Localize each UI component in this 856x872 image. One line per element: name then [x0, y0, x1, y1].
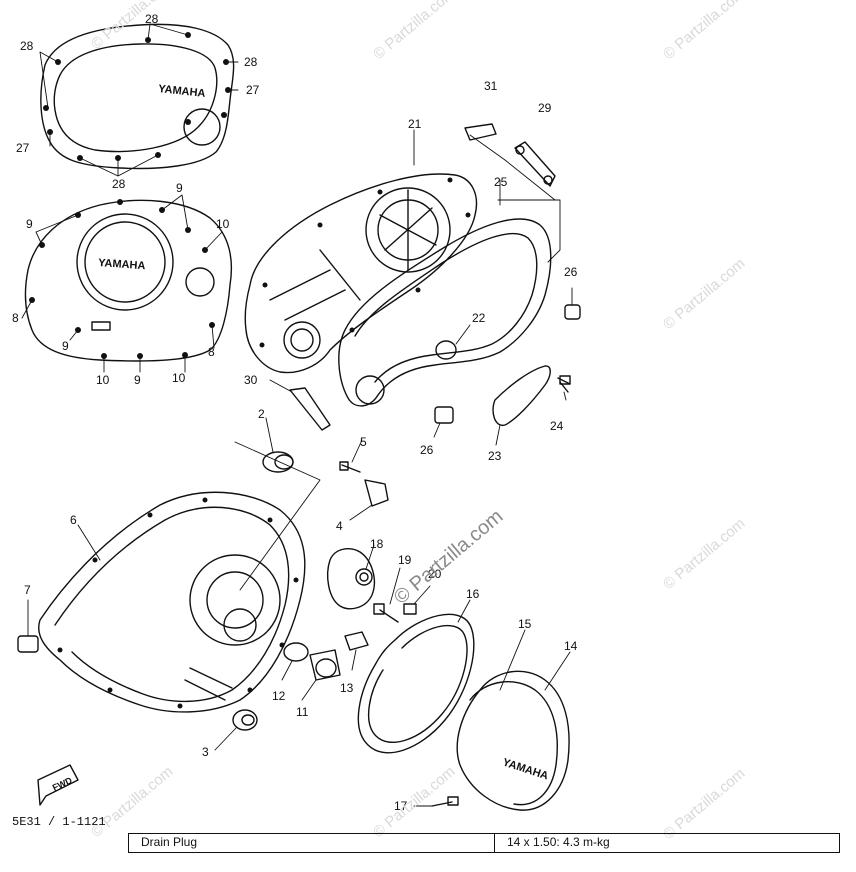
callout-8: 8 [208, 345, 215, 359]
callout-26: 26 [420, 443, 434, 457]
spec-name: Drain Plug [129, 834, 495, 852]
callout-27: 27 [246, 83, 260, 97]
drain-plug [301, 649, 341, 701]
spec-value: 14 x 1.50: 4.3 m-kg [507, 835, 610, 849]
oil-seal-3 [214, 709, 258, 751]
callout-3: 3 [202, 745, 209, 759]
callout-5: 5 [360, 435, 367, 449]
callout-25: 25 [494, 175, 508, 189]
fwd-arrow-icon [37, 764, 79, 806]
cover-outline-lower: YAMAHA [21, 194, 233, 373]
callout-6: 6 [70, 513, 77, 527]
cover-gasket [357, 599, 475, 754]
callout-7: 7 [24, 583, 31, 597]
callout-16: 16 [466, 587, 480, 601]
callout-27: 27 [16, 141, 30, 155]
bracket-13 [344, 631, 369, 671]
bracket-upper [464, 123, 556, 201]
o-ring [281, 642, 309, 681]
wire-bracket [269, 379, 331, 431]
svg-text:YAMAHA: YAMAHA [158, 83, 206, 100]
screw-and-holder [339, 439, 389, 521]
callout-11: 11 [296, 705, 309, 719]
callout-30: 30 [244, 373, 258, 387]
dowel-pin-upper [564, 287, 581, 320]
callout-23: 23 [488, 449, 502, 463]
callout-8: 8 [12, 311, 19, 325]
callout-4: 4 [336, 519, 343, 533]
dowel-pin-lower [433, 406, 454, 438]
bolt [557, 375, 571, 401]
dowel-pin-left [17, 599, 39, 653]
point-cover: YAMAHA [456, 629, 571, 811]
svg-text:YAMAHA: YAMAHA [98, 257, 146, 272]
callout-21: 21 [408, 117, 422, 131]
callout-28: 28 [20, 39, 34, 53]
callout-28: 28 [244, 55, 258, 69]
cover-outline-upper: YAMAHA [39, 23, 239, 177]
gasket [338, 179, 561, 407]
crankcase-cover-left [38, 491, 306, 713]
callout-9: 9 [62, 339, 69, 353]
callout-15: 15 [518, 617, 532, 631]
cover-plate [492, 365, 551, 446]
callout-22: 22 [472, 311, 486, 325]
callout-24: 24 [550, 419, 564, 433]
stay-bracket [514, 141, 556, 187]
callout-14: 14 [564, 639, 578, 653]
callout-17: 17 [394, 799, 408, 813]
callout-28: 28 [145, 12, 159, 26]
callout-12: 12 [272, 689, 286, 703]
svg-text:YAMAHA: YAMAHA [501, 756, 550, 782]
spec-table: Drain Plug 14 x 1.50: 4.3 m-kg [128, 833, 840, 853]
callout-9: 9 [134, 373, 141, 387]
callout-9: 9 [26, 217, 33, 231]
crankcase-cover [244, 129, 478, 374]
screw-17 [413, 796, 459, 807]
callout-28: 28 [112, 177, 126, 191]
callout-26: 26 [564, 265, 578, 279]
callout-10: 10 [216, 217, 230, 231]
callout-20: 20 [428, 567, 442, 581]
callout-2: 2 [258, 407, 265, 421]
bearing [234, 417, 321, 591]
callout-9: 9 [176, 181, 183, 195]
callout-29: 29 [538, 101, 552, 115]
callout-10: 10 [96, 373, 110, 387]
callout-18: 18 [370, 537, 384, 551]
retainer-plate [327, 544, 401, 623]
callout-13: 13 [340, 681, 354, 695]
diagram-code: 5E31 / 1-1121 [12, 815, 106, 829]
bolt-20 [403, 585, 431, 615]
oil-seal [435, 324, 471, 360]
callout-19: 19 [398, 553, 412, 567]
callout-10: 10 [172, 371, 186, 385]
callout-31: 31 [484, 79, 498, 93]
